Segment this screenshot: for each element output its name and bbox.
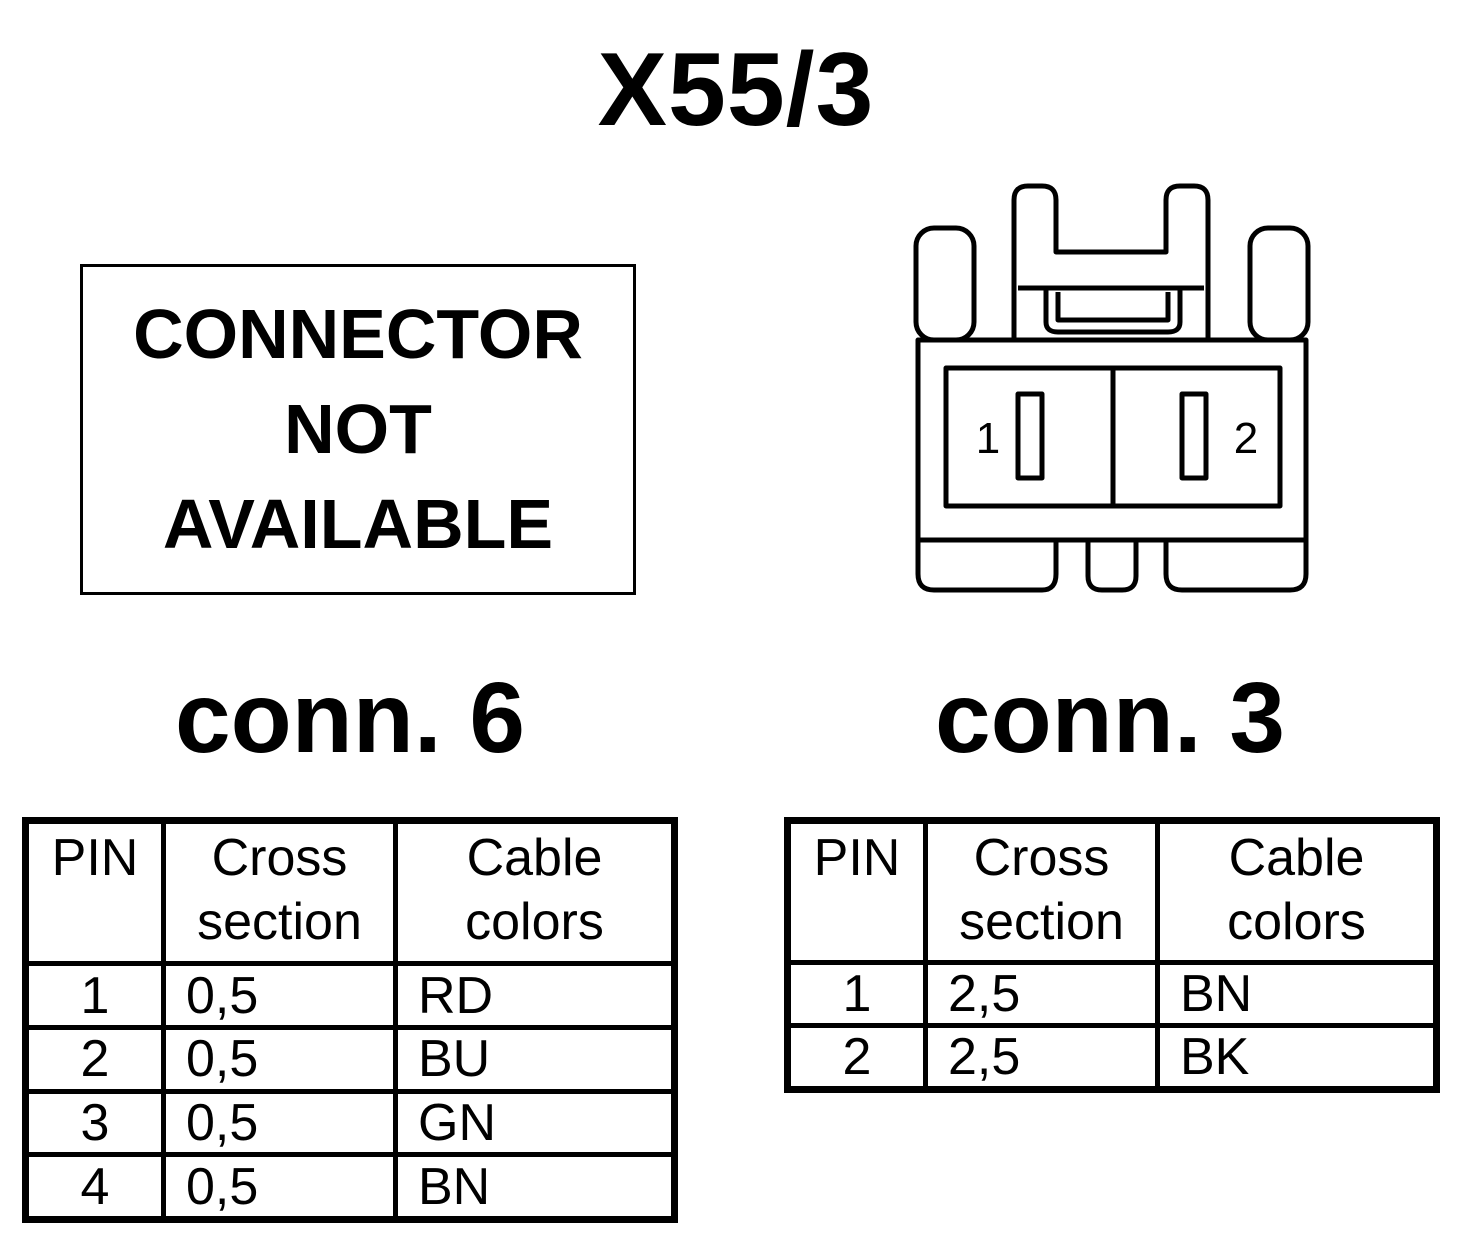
pin-2-terminal: [1179, 391, 1209, 481]
header-cross-line1: Cross: [211, 829, 348, 887]
header-cable-colors: Cable colors: [1155, 818, 1439, 965]
table-row: 4 0,5 BN: [23, 1152, 677, 1222]
cross-cell: 0,5: [161, 1152, 398, 1222]
pin-2-label: 2: [1234, 414, 1258, 463]
header-pin: PIN: [23, 817, 166, 967]
connector-right-ear: [1247, 225, 1311, 343]
color-cell: BN: [1155, 960, 1439, 1028]
table-row: 1 0,5 RD: [23, 961, 677, 1031]
connector-latch: [1011, 183, 1211, 340]
table-header-row: PIN Cross section Cable colors: [23, 817, 677, 967]
conn-6-label: conn. 6: [174, 662, 526, 774]
header-cross-line2: section: [959, 893, 1124, 951]
pin-cell: 1: [785, 960, 928, 1028]
header-cable-line2: colors: [465, 893, 604, 951]
latch-slot-inner: [1055, 292, 1171, 323]
header-pin: PIN: [785, 818, 928, 965]
pin-cell: 1: [23, 961, 166, 1031]
cross-cell: 2,5: [923, 960, 1160, 1028]
header-cross-section: Cross section: [161, 817, 398, 967]
color-cell: RD: [393, 961, 677, 1031]
connector-not-available-box: CONNECTOR NOT AVAILABLE: [80, 264, 636, 595]
cross-cell: 0,5: [161, 1088, 398, 1158]
box-line-1: CONNECTOR: [133, 295, 583, 373]
pin-cell: 4: [23, 1152, 166, 1222]
table-row: 1 2,5 BN: [785, 960, 1439, 1028]
cross-cell: 0,5: [161, 1025, 398, 1094]
table-header-row: PIN Cross section Cable colors: [785, 818, 1439, 965]
pin-1-terminal: [1015, 391, 1045, 481]
connector-center-key: [1085, 540, 1139, 593]
conn-3-pin-table: PIN Cross section Cable colors 1 2,5 BN …: [784, 817, 1440, 1093]
cross-cell: 2,5: [923, 1023, 1160, 1092]
pin-cell: 2: [785, 1023, 928, 1092]
header-cable-line2: colors: [1227, 893, 1366, 951]
header-cross-section: Cross section: [923, 818, 1160, 965]
table-row: 3 0,5 GN: [23, 1088, 677, 1158]
table-row: 2 2,5 BK: [785, 1023, 1439, 1092]
diagram-title: X55/3: [597, 32, 875, 148]
box-line-3: AVAILABLE: [162, 485, 554, 563]
conn-3-label: conn. 3: [934, 662, 1286, 774]
cross-cell: 0,5: [161, 961, 398, 1031]
pin-1-label: 1: [976, 414, 1000, 463]
conn-6-pin-table: PIN Cross section Cable colors 1 0,5 RD …: [22, 817, 678, 1223]
color-cell: GN: [393, 1088, 677, 1158]
header-cross-line2: section: [197, 893, 362, 951]
header-cable-colors: Cable colors: [393, 817, 677, 967]
pin-cell: 2: [23, 1025, 166, 1094]
box-line-2: NOT: [284, 390, 432, 468]
latch-slot: [1043, 290, 1183, 335]
connector-body: [915, 337, 1309, 543]
table-row: 2 0,5 BU: [23, 1025, 677, 1094]
color-cell: BU: [393, 1025, 677, 1094]
color-cell: BN: [393, 1152, 677, 1222]
connector-drawing: 1 2: [913, 183, 1311, 593]
pin-cell: 3: [23, 1088, 166, 1158]
header-cable-line1: Cable: [466, 829, 603, 887]
header-cable-line1: Cable: [1228, 829, 1365, 887]
color-cell: BK: [1155, 1023, 1439, 1092]
header-cross-line1: Cross: [973, 829, 1110, 887]
connector-left-ear: [913, 225, 977, 343]
connector-right-foot: [1163, 540, 1309, 593]
connector-left-foot: [915, 540, 1059, 593]
